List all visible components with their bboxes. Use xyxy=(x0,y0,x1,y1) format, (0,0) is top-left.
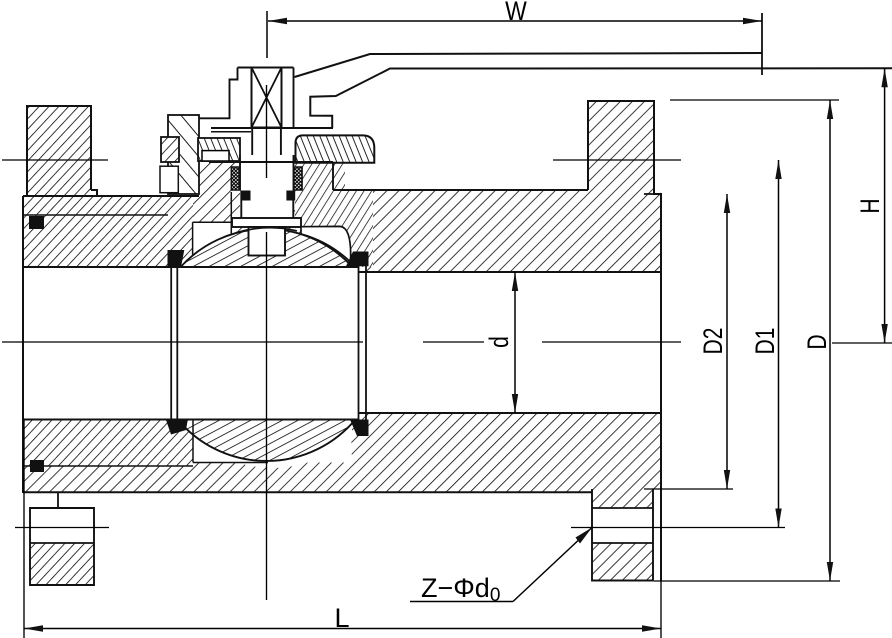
svg-text:D: D xyxy=(803,334,833,349)
svg-text:H: H xyxy=(856,198,886,213)
svg-text:d: d xyxy=(485,336,515,348)
svg-text:D2: D2 xyxy=(699,328,729,355)
svg-text:W: W xyxy=(505,0,527,26)
svg-text:L: L xyxy=(334,603,349,633)
svg-text:Z−Φd0: Z−Φd0 xyxy=(421,573,500,606)
svg-text:D1: D1 xyxy=(751,328,781,355)
